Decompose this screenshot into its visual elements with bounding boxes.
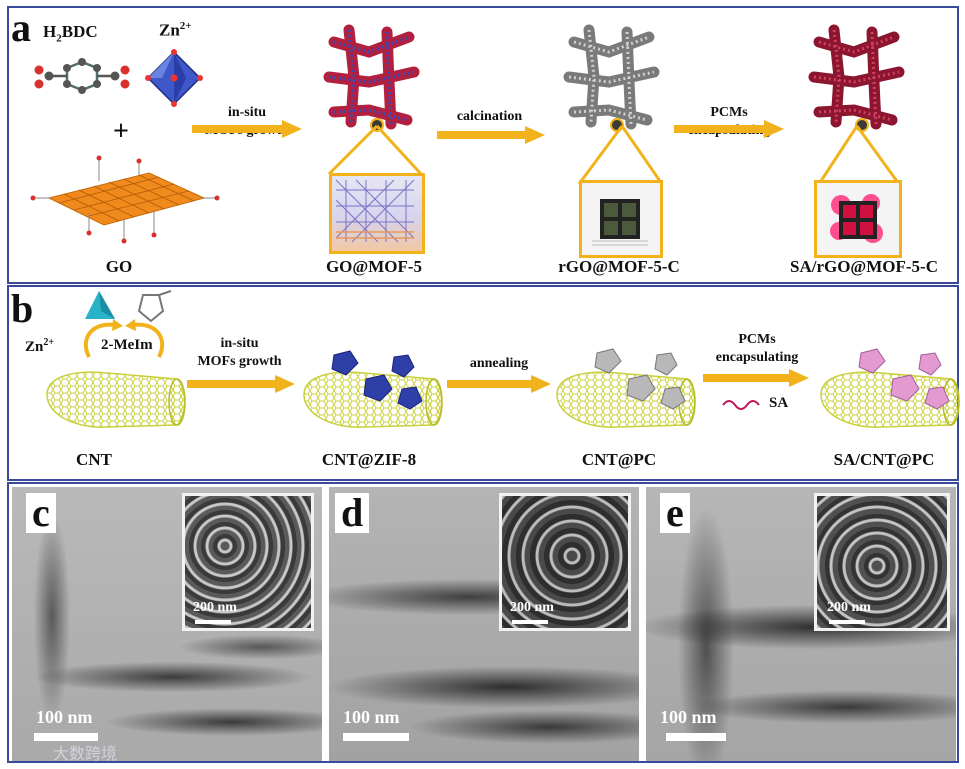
go-mof5-framework-icon xyxy=(323,24,420,132)
inset-scalebar-e xyxy=(829,620,865,624)
inset-scalebar-d xyxy=(512,620,548,624)
inset-scale-label-d: 200 nm xyxy=(510,600,554,615)
meim-label: 2-MeIm xyxy=(101,337,153,353)
scale-label-c: 100 nm xyxy=(36,707,93,727)
scale-label-e: 100 nm xyxy=(660,707,717,727)
mof-lattice-icon xyxy=(335,179,415,243)
panel-c-label: c xyxy=(26,493,56,533)
panel-e-label: e xyxy=(660,493,690,533)
caption-sa-rgo-mof5c: SA/rGO@MOF-5-C xyxy=(789,257,938,276)
cnt-zif8-icon xyxy=(303,350,443,428)
sem-inset-c: 200 nm xyxy=(182,493,314,631)
caption-cnt-zif8: CNT@ZIF-8 xyxy=(321,450,417,469)
rgo-mof5c-framework-icon xyxy=(563,24,660,132)
plus-sign: + xyxy=(113,116,129,147)
zn-label-b: Zn2+ xyxy=(25,337,55,355)
caption-sa-cnt-pc: SA/CNT@PC xyxy=(833,450,935,469)
circular-arrows-icon xyxy=(83,319,165,358)
sa-rgo-mof5c-zoom-box xyxy=(814,180,902,258)
arrow-a3-icon xyxy=(674,120,784,138)
tem-image-d: d 200 nm 100 nm xyxy=(329,487,639,761)
scalebar-d xyxy=(343,733,409,741)
tem-image-e: e 200 nm 100 nm xyxy=(646,487,956,761)
meim-ring-icon xyxy=(137,290,172,323)
arrow-b2-label: annealing xyxy=(469,356,529,371)
arrow-a2-icon xyxy=(437,126,545,144)
h2bdc-label: H2BDC xyxy=(43,22,98,45)
caption-go-mof5: GO@MOF-5 xyxy=(325,257,423,276)
panel-b-label: b xyxy=(11,286,34,331)
caption-cnt-pc: CNT@PC xyxy=(581,450,657,469)
tem-image-c: c 200 nm 100 nm xyxy=(12,487,322,761)
panel-a: a H2BDC Zn2+ + xyxy=(7,6,959,284)
h2bdc-molecule-icon xyxy=(34,58,130,94)
arrow-b2-icon xyxy=(447,375,551,393)
panel-cde: c 200 nm 100 nm d 200 nm 100 nm e 200 nm… xyxy=(7,482,959,763)
watermark: 大数跨境 xyxy=(53,744,118,763)
caption-cnt: CNT xyxy=(76,450,112,469)
scale-label-d: 100 nm xyxy=(343,707,400,727)
inset-scale-label-c: 200 nm xyxy=(193,600,237,615)
arrow-a2-label: calcination xyxy=(456,109,523,124)
zoom-connector-3 xyxy=(817,125,901,185)
scalebar-e xyxy=(666,733,726,741)
sem-inset-d: 200 nm xyxy=(499,493,631,631)
sa-rgo-mof5c-framework-icon xyxy=(808,24,905,132)
panel-b: b Zn2+ 2-MeIm xyxy=(7,285,960,481)
caption-go: GO xyxy=(105,257,133,276)
sa-cnt-pc-icon xyxy=(820,348,960,428)
scalebar-c xyxy=(34,733,98,741)
panel-d-label: d xyxy=(335,493,370,533)
go-mof5-zoom-box xyxy=(329,173,425,254)
carbon-cage-icon xyxy=(592,199,648,246)
arrow-b1-icon xyxy=(187,375,295,393)
inset-scalebar-c xyxy=(195,620,231,624)
caption-rgo-mof5c: rGO@MOF-5-C xyxy=(558,257,680,276)
zoom-connector-1 xyxy=(327,124,423,176)
arrow-a1-icon xyxy=(192,120,302,138)
cnt-tube-icon xyxy=(46,371,186,428)
graphene-oxide-sheet-icon xyxy=(30,155,220,244)
sa-label: SA xyxy=(769,395,789,411)
rgo-mof5c-zoom-box xyxy=(579,180,663,258)
zn-label: Zn2+ xyxy=(159,20,192,40)
sa-chain-icon xyxy=(722,400,760,410)
inset-scale-label-e: 200 nm xyxy=(827,600,871,615)
sem-inset-e: 200 nm xyxy=(814,493,950,631)
panel-a-label: a xyxy=(11,5,31,50)
zn-tetrahedron-icon xyxy=(85,291,115,319)
zn-cluster-icon xyxy=(145,49,203,107)
cnt-pc-icon xyxy=(556,348,696,428)
filled-cage-icon xyxy=(830,194,883,243)
zoom-connector-2 xyxy=(577,125,664,185)
arrow-b3-icon xyxy=(703,369,809,387)
